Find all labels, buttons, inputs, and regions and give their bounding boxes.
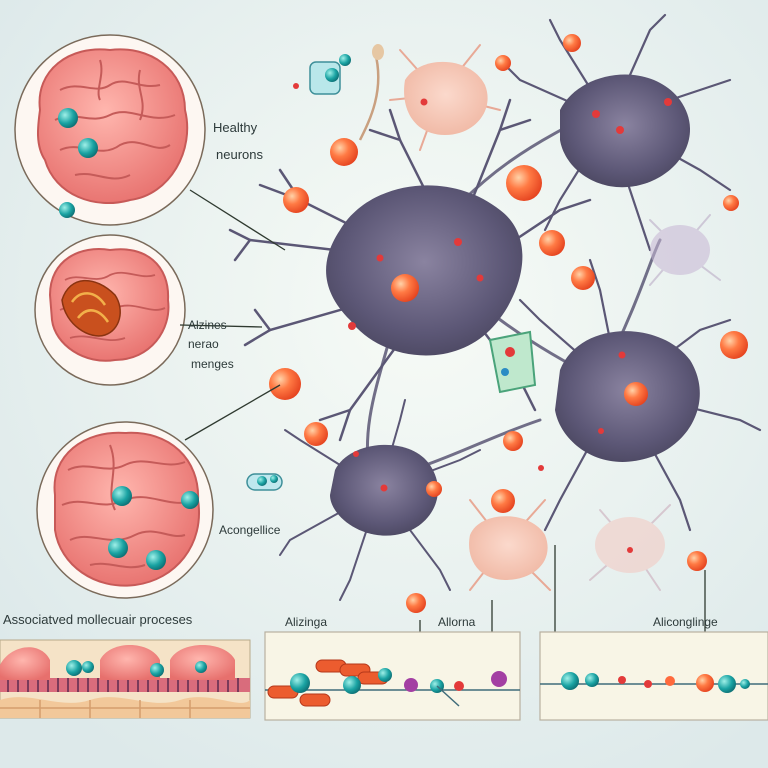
- brain-icon: [53, 431, 200, 587]
- neuron-icon: [389, 44, 501, 151]
- neuron-icon: [228, 98, 592, 442]
- neuron-network: [228, 13, 762, 601]
- brain-panel-aggregation: [36, 421, 214, 599]
- label-alz-line2: nerao: [188, 337, 219, 351]
- brain-panel-healthy: [14, 34, 206, 226]
- process-panel-middle: [264, 631, 521, 721]
- neuron-icon: [469, 499, 551, 591]
- neuron-icon: [589, 504, 671, 591]
- label-alizinga: Alizinga: [285, 615, 328, 629]
- neuron-icon: [649, 214, 721, 286]
- brain-panel-alzheimer: [34, 234, 186, 386]
- label-healthy-line1: Healthy: [213, 120, 258, 135]
- label-alicong: Aliconglinge: [653, 615, 718, 629]
- signal-orbs: [269, 34, 748, 613]
- label-acong: Acongellice: [219, 523, 281, 537]
- label-allorna: Allorna: [438, 615, 476, 629]
- process-panel-left: [0, 639, 251, 719]
- label-alz-line3: menges: [191, 357, 234, 371]
- neuron-icon: [498, 13, 732, 252]
- label-assoc: Associatved mollecuair proceses: [3, 612, 193, 627]
- label-healthy-line2: neurons: [216, 147, 263, 162]
- brain-icon: [48, 248, 170, 362]
- molecule-dots: [293, 83, 672, 553]
- molecule-icon: [309, 44, 384, 141]
- label-alz-line1: Alzines: [188, 318, 227, 332]
- molecule-icon: [246, 473, 283, 491]
- brain-icon: [37, 48, 189, 205]
- process-panel-right: [539, 631, 768, 721]
- molecule-icon: [488, 330, 537, 394]
